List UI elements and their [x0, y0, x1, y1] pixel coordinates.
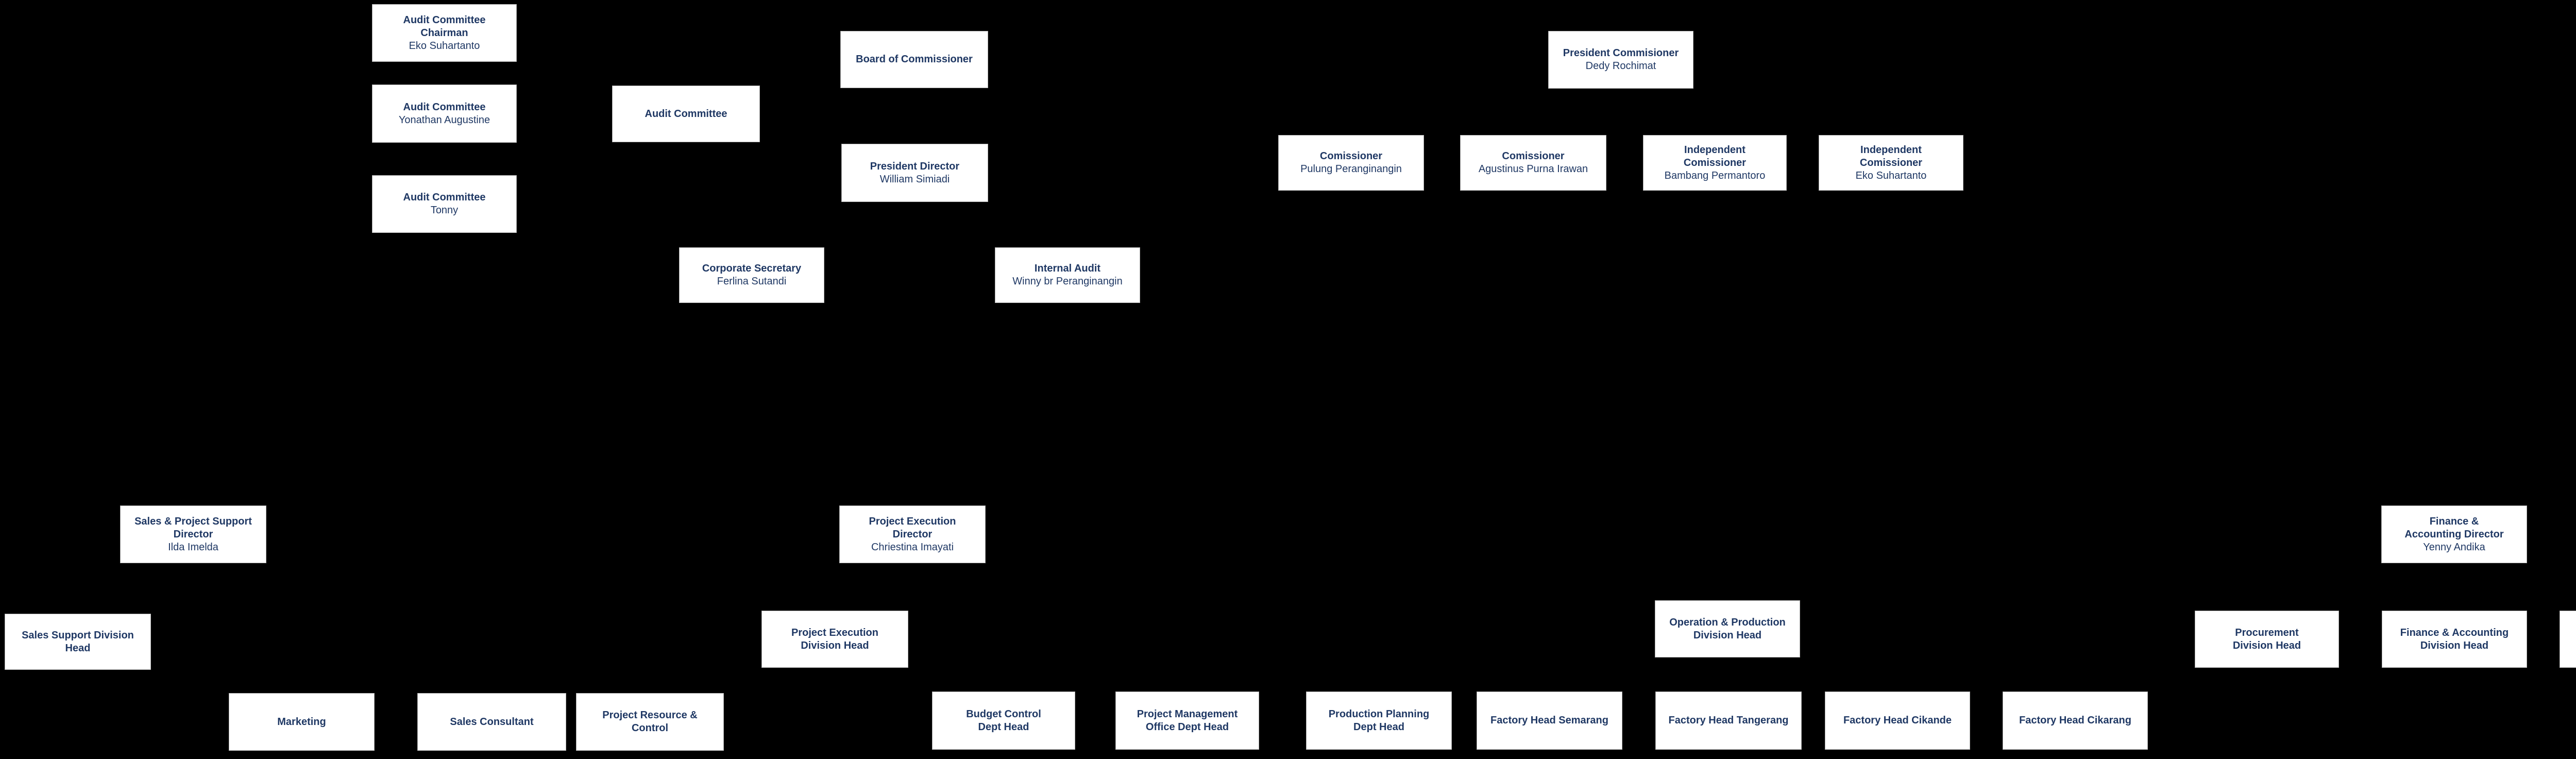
node-title: Finance & Accounting Director	[2404, 515, 2504, 540]
node-title: Corporate Secretary	[702, 263, 802, 274]
node-person: Winny br Peranginangin	[1012, 276, 1123, 287]
node-title: Operation & Production Division Head	[1669, 616, 1786, 641]
node-title: Factory Head Semarang	[1490, 715, 1608, 726]
node-independent-comissioner-eko: Independent Comissioner Eko Suhartanto	[1819, 135, 1963, 191]
node-audit-committee-tonny: Audit Committee Tonny	[372, 175, 517, 233]
node-marketing: Marketing	[229, 693, 375, 751]
node-sales-consultant: Sales Consultant	[417, 693, 566, 751]
node-title: Comissioner	[1319, 150, 1383, 162]
node-title: Project Execution Director	[869, 515, 956, 540]
node-person: William Simiadi	[879, 173, 950, 185]
node-operation-production-division-head: Operation & Production Division Head	[1655, 600, 1800, 657]
node-title: Independent Comissioner	[1683, 144, 1747, 168]
node-factory-head-semarang: Factory Head Semarang	[1477, 691, 1622, 750]
node-project-execution-director: Project Execution Director Chriestina Im…	[839, 505, 986, 563]
node-person: Eko Suhartanto	[1855, 170, 1927, 181]
node-person: Tonny	[430, 205, 459, 216]
node-factory-head-cikande: Factory Head Cikande	[1825, 691, 1970, 750]
node-board-of-commissioner: Board of Commissioner	[840, 31, 988, 88]
node-title: Independent Comissioner	[1859, 144, 1923, 168]
node-title: Audit Committee	[403, 192, 486, 203]
node-title: Audit Committee	[645, 108, 727, 120]
node-title: Sales Support Division Head	[22, 629, 134, 654]
node-audit-committee-yonathan: Audit Committee Yonathan Augustine	[372, 85, 517, 143]
node-factory-head-cikarang: Factory Head Cikarang	[2003, 691, 2148, 750]
node-title: Finance & Accounting Division Head	[2400, 627, 2509, 651]
node-person: Dedy Rochimat	[1585, 60, 1656, 72]
node-independent-comissioner-bambang: Independent Comissioner Bambang Permanto…	[1643, 135, 1787, 191]
node-title: Procurement Division Head	[2232, 627, 2301, 651]
node-audit-committee-chairman: Audit Committee Chairman Eko Suhartanto	[372, 4, 517, 62]
node-title: Comissioner	[1502, 150, 1565, 162]
node-person: Bambang Permantoro	[1664, 170, 1766, 181]
node-project-resource-control: Project Resource & Control	[576, 693, 724, 751]
node-person: Ferlina Sutandi	[717, 276, 787, 287]
node-audit-committee: Audit Committee	[612, 86, 760, 142]
node-person: Yonathan Augustine	[398, 114, 490, 126]
node-finance-accounting-division-head: Finance & Accounting Division Head	[2382, 611, 2527, 668]
node-factory-head-tangerang: Factory Head Tangerang	[1655, 691, 1802, 750]
node-title: Board of Commissioner	[856, 54, 973, 65]
node-title: Audit Committee Chairman	[403, 14, 486, 39]
node-person: Eko Suhartanto	[409, 40, 480, 52]
node-title: Project Management Office Dept Head	[1137, 708, 1238, 733]
node-title: Sales & Project Support Director	[134, 515, 252, 540]
node-sales-project-support-director: Sales & Project Support Director Ilda Im…	[120, 505, 266, 563]
node-title: Project Resource & Control	[602, 710, 698, 734]
node-internal-audit: Internal Audit Winny br Peranginangin	[995, 247, 1140, 303]
node-person: Chriestina Imayati	[871, 541, 954, 553]
node-hr-division-head: HR Division Head	[2560, 611, 2576, 668]
node-corporate-secretary: Corporate Secretary Ferlina Sutandi	[679, 247, 824, 303]
node-president-commisioner: President Commisioner Dedy Rochimat	[1548, 31, 1693, 89]
node-title: Project Execution Division Head	[791, 627, 878, 651]
node-title: Marketing	[277, 716, 326, 728]
node-president-director: President Director William Simiadi	[841, 144, 988, 202]
node-sales-support-division-head: Sales Support Division Head	[5, 614, 151, 670]
node-title: President Director	[870, 160, 960, 172]
node-title: Factory Head Tangerang	[1668, 715, 1789, 726]
node-person: Agustinus Purna Irawan	[1478, 163, 1588, 175]
node-budget-control-dept-head: Budget Control Dept Head	[932, 691, 1075, 750]
node-production-planning-dept-head: Production Planning Dept Head	[1306, 691, 1452, 750]
node-title: Factory Head Cikande	[1843, 715, 1952, 726]
node-title: Factory Head Cikarang	[2019, 715, 2131, 726]
node-finance-accounting-director: Finance & Accounting Director Yenny Andi…	[2381, 505, 2527, 563]
node-comissioner-agustinus: Comissioner Agustinus Purna Irawan	[1460, 135, 1606, 191]
node-comissioner-pulung: Comissioner Pulung Peranginangin	[1278, 135, 1424, 191]
node-title: Audit Committee	[403, 101, 486, 113]
node-project-execution-division-head: Project Execution Division Head	[761, 611, 908, 668]
node-procurement-division-head: Procurement Division Head	[2195, 611, 2339, 668]
node-title: President Commisioner	[1563, 47, 1679, 59]
node-title: Budget Control Dept Head	[966, 708, 1041, 733]
node-person: Pulung Peranginangin	[1300, 163, 1402, 175]
node-project-management-office-dept-head: Project Management Office Dept Head	[1115, 691, 1259, 750]
node-title: Internal Audit	[1034, 263, 1101, 274]
node-title: Sales Consultant	[450, 716, 534, 728]
node-title: Production Planning Dept Head	[1328, 708, 1430, 733]
node-person: Yenny Andika	[2423, 541, 2485, 553]
node-person: Ilda Imelda	[168, 541, 218, 553]
